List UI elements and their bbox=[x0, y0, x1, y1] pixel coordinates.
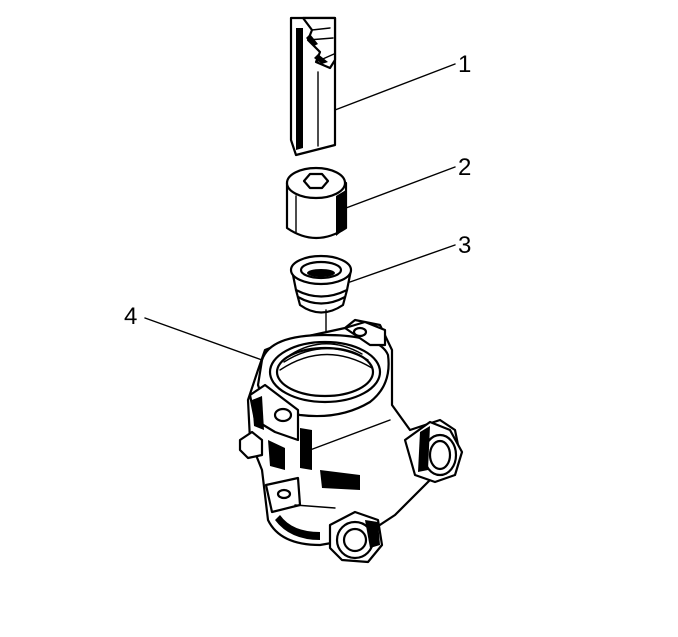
leader-line-3 bbox=[349, 244, 456, 283]
socket-adapter bbox=[285, 166, 348, 239]
drive-tool bbox=[289, 16, 337, 157]
callout-1: 1 bbox=[458, 51, 471, 78]
callout-4: 4 bbox=[124, 303, 137, 330]
seal bbox=[289, 254, 353, 314]
leader-line-4 bbox=[144, 317, 263, 361]
callout-3: 3 bbox=[458, 232, 471, 259]
housing bbox=[238, 318, 464, 564]
leader-line-1 bbox=[334, 63, 456, 111]
callout-2: 2 bbox=[458, 154, 471, 181]
leader-line-2 bbox=[345, 166, 456, 209]
